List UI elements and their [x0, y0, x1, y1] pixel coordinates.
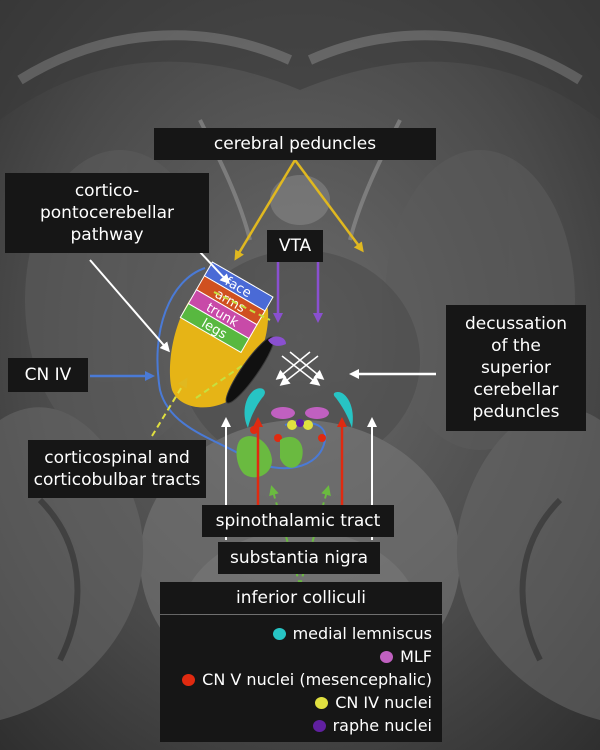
- vta-shape: [268, 336, 286, 346]
- label-substantia-nigra: substantia nigra: [218, 542, 380, 574]
- label-cerebral-peduncles: cerebral peduncles: [154, 128, 436, 160]
- label-inferior-colliculi: inferior colliculi: [160, 582, 442, 614]
- legend-label: raphe nuclei: [332, 716, 432, 735]
- medial-lemniscus-left: [244, 388, 265, 428]
- label-vta: VTA: [267, 230, 323, 262]
- legend-swatch: [315, 696, 329, 709]
- label-decussation: decussation of the superior cerebellar p…: [446, 305, 586, 431]
- legend-item-raphe-nuclei: raphe nuclei: [160, 714, 432, 737]
- legend-swatch: [182, 673, 196, 686]
- legend-swatch: [272, 627, 286, 640]
- medial-lemniscus-right: [333, 392, 353, 428]
- label-cn-iv: CN IV: [8, 358, 88, 392]
- arrows-cerebral-peduncles: [234, 159, 364, 261]
- legend-item-medial-lemniscus: medial lemniscus: [160, 622, 432, 645]
- legend-item-cn-iv-nuclei: CN IV nuclei: [160, 691, 432, 714]
- mlf-right: [305, 407, 329, 419]
- arrows-cortico-pontocerebellar: [89, 251, 231, 353]
- cn-v-nucleus-mid: [250, 426, 258, 434]
- legend-swatch: [380, 650, 394, 663]
- legend-swatch: [312, 719, 326, 732]
- arrows-inferior-colliculi: [269, 485, 331, 586]
- legend-label: MLF: [400, 647, 432, 666]
- cn-iv-nucleus-left: [287, 420, 297, 430]
- label-spinothalamic: spinothalamic tract: [202, 505, 394, 537]
- spinothalamic-shape-left: [236, 436, 272, 478]
- label-corticospinal: corticospinal and corticobulbar tracts: [28, 440, 206, 498]
- cn-iv-nucleus-right: [303, 420, 313, 430]
- arrows-spinothalamic: [253, 417, 347, 505]
- legend-label: CN V nuclei (mesencephalic): [202, 670, 432, 689]
- legend-label: medial lemniscus: [292, 624, 432, 643]
- decussation-arrows: [275, 351, 325, 386]
- spinothalamic-shape-right: [280, 436, 303, 468]
- legend-label: CN IV nuclei: [335, 693, 432, 712]
- arrow-corticospinal: [151, 377, 188, 437]
- mlf-left: [271, 407, 295, 419]
- legend-item-cn-v-nuclei: CN V nuclei (mesencephalic): [160, 668, 432, 691]
- legend: medial lemniscus MLF CN V nuclei (mesenc…: [160, 615, 442, 742]
- cn-v-nucleus-right: [318, 434, 326, 442]
- arrows-vta: [273, 262, 323, 323]
- label-cortico-pontocerebellar: cortico- pontocerebellar pathway: [5, 173, 209, 253]
- raphe-nucleus: [296, 419, 304, 427]
- legend-item-mlf: MLF: [160, 645, 432, 668]
